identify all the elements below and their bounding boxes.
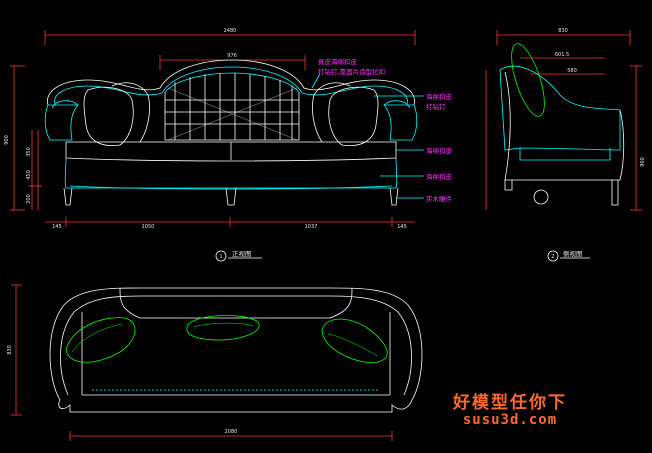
dim-overall-width-line: [44, 30, 416, 70]
plan-pillows: [65, 315, 388, 364]
leader-lines: [311, 73, 424, 199]
dim-seat-height-b: 450: [26, 170, 32, 180]
dim-bottom-lines: [45, 217, 415, 227]
front-seat: [64, 141, 398, 190]
dim-bottom-right: 145: [397, 224, 407, 230]
dim-overall-width: 2480: [224, 28, 237, 34]
dim-back-top-width: 976: [227, 53, 237, 59]
dim-seat-height-a: 350: [26, 147, 32, 157]
note-base: 海绵扣皮: [426, 172, 453, 181]
note-back-line2: 打钻钉,靠面片造型拉扣: [318, 67, 385, 76]
side-dim-inner-top: 601.5: [555, 52, 569, 58]
front-view-number: 1: [219, 254, 222, 260]
dim-leg-height: 200: [26, 194, 32, 204]
plan-dim-lines: [11, 284, 393, 441]
view-marker-1: [215, 250, 227, 262]
front-legs: [63, 187, 399, 206]
note-seat: 海绵扣皮: [426, 146, 453, 155]
plan-dim-depth: 830: [7, 345, 13, 355]
front-arms: [44, 100, 418, 141]
side-dim-depth: 830: [558, 28, 568, 34]
front-view: [10, 30, 424, 262]
side-view: [485, 30, 642, 262]
plan-view: [11, 284, 423, 441]
side-view-number: 2: [551, 254, 554, 260]
dim-bottom-left: 145: [52, 224, 62, 230]
side-dim-height: 900: [640, 157, 646, 167]
front-view-title: 正视图: [232, 249, 252, 258]
watermark-line1: 好模型任你下: [453, 393, 567, 413]
tufted-back-panel: [164, 73, 300, 141]
side-pillow: [511, 43, 545, 117]
dim-height-lines: [10, 65, 42, 211]
side-dim-lines: [485, 30, 642, 211]
note-arm: 海绵扣皮: [426, 92, 453, 101]
note-leg: 实木雕件: [426, 194, 453, 203]
view-marker-2: [547, 250, 559, 262]
dim-bottom-mid-left: 1050: [142, 224, 155, 230]
plan-dim-width: 2080: [225, 429, 238, 435]
watermark-line2: susu3d.com: [462, 412, 558, 428]
note-back-line1: 真皮海绵扣皮: [318, 57, 358, 66]
dim-total-height: 900: [4, 135, 10, 145]
side-view-title: 侧视图: [563, 249, 583, 258]
note-arm2: 打钻钉: [426, 102, 446, 111]
side-dim-inner-mid: 580: [567, 68, 577, 74]
dim-bottom-mid-right: 1037: [305, 224, 318, 230]
front-pillows: [83, 82, 379, 147]
